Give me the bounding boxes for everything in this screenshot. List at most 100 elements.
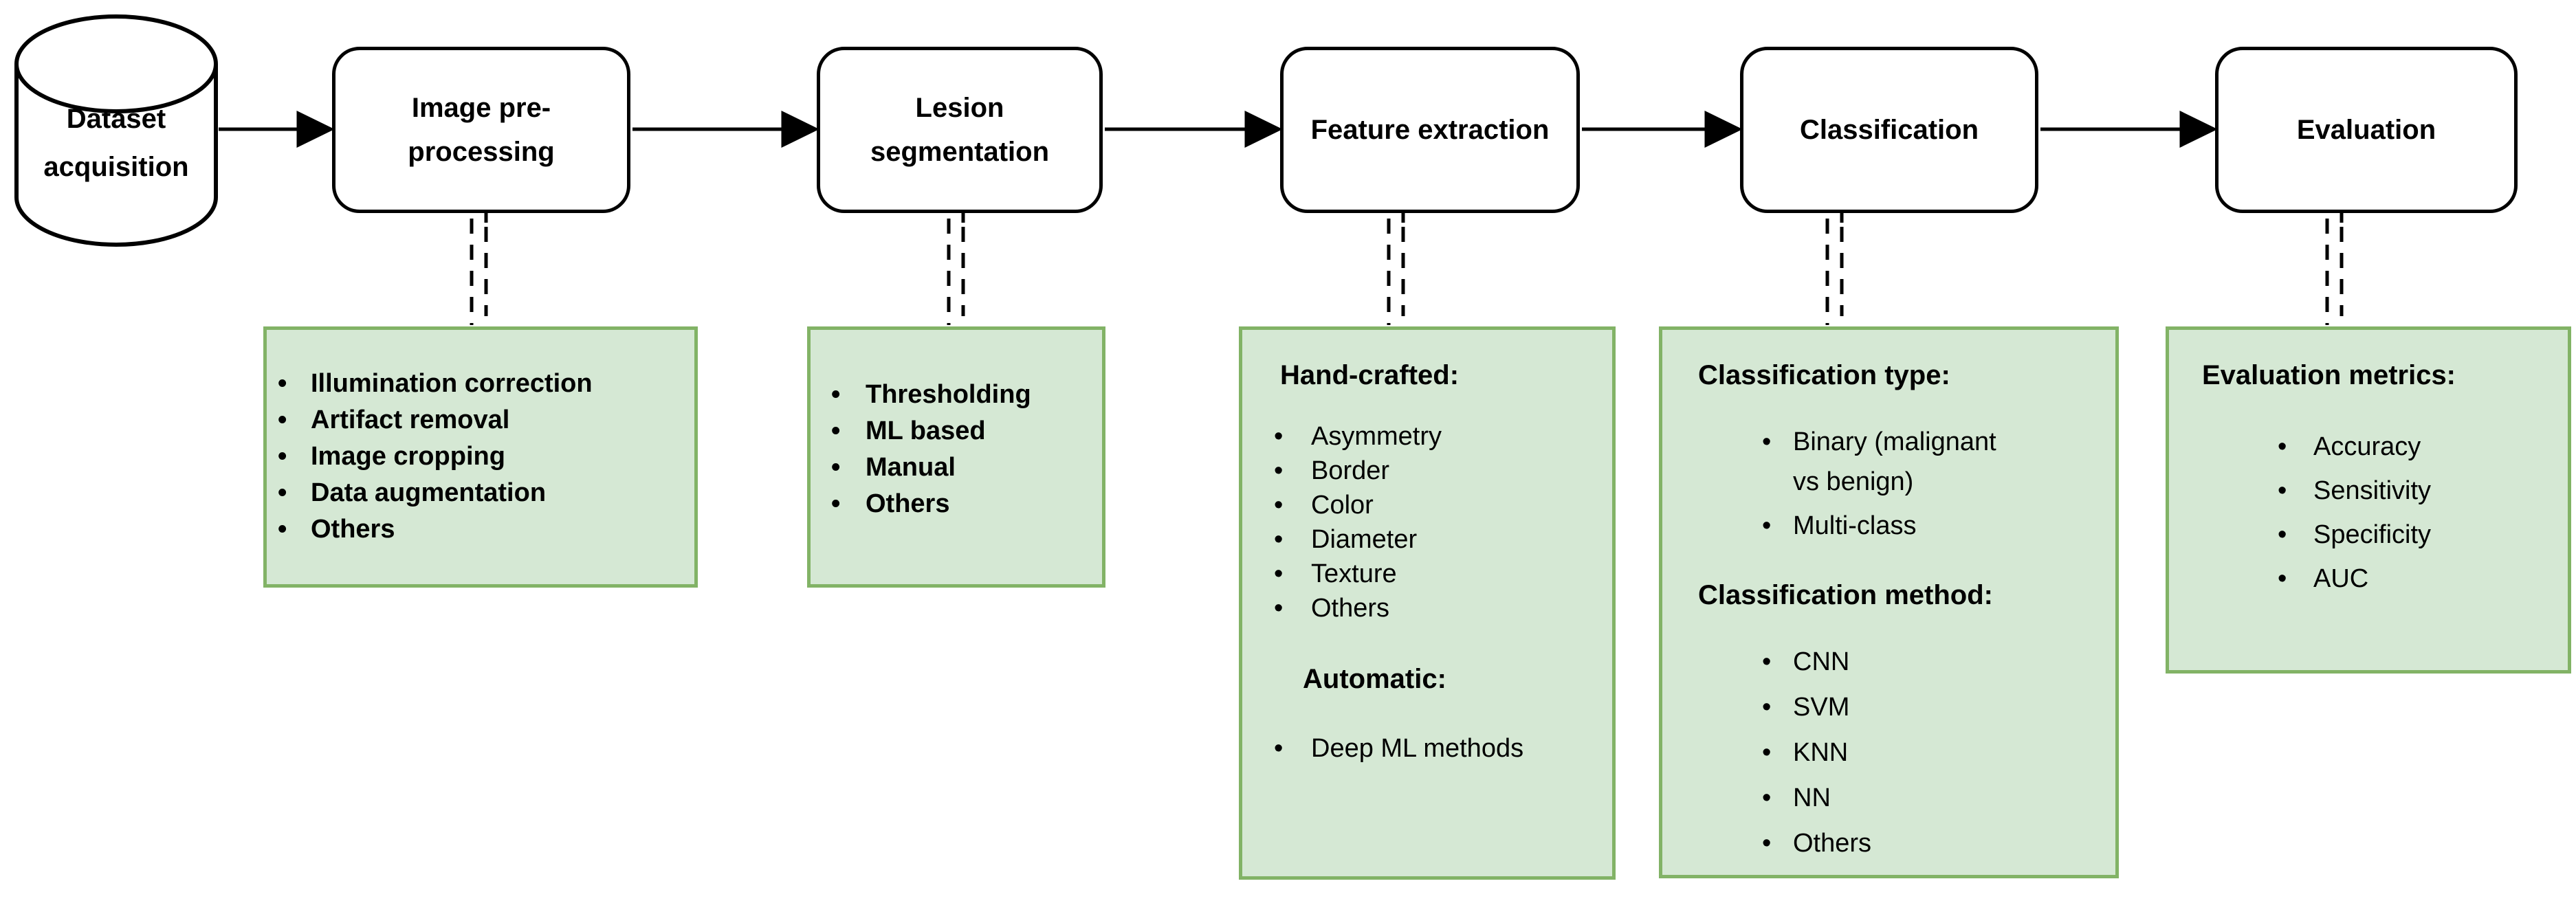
- list-item: •Thresholding: [831, 380, 1031, 409]
- list-item: •Deep ML methods: [1274, 733, 1524, 763]
- dashed-link-feature: [1387, 212, 1405, 325]
- bullet-icon: •: [1762, 783, 1772, 812]
- bullet-icon: •: [831, 489, 841, 518]
- node-feature-extraction: Feature extraction: [1280, 47, 1580, 213]
- section-header-automatic: Automatic:: [1303, 664, 1446, 694]
- list-item: •Accuracy: [2278, 432, 2421, 461]
- bullet-icon: •: [831, 416, 841, 445]
- bullet-icon: •: [278, 515, 287, 544]
- section-header-classification-type: Classification type:: [1698, 360, 1950, 390]
- node-label-line: Lesion: [915, 93, 1004, 123]
- bullet-icon: •: [1274, 456, 1284, 485]
- database-cylinder-icon: [14, 14, 218, 247]
- bullet-icon: •: [278, 405, 287, 434]
- detail-box-classification: Classification type: •Binary (malignant …: [1659, 326, 2119, 878]
- list-item: •Texture: [1274, 559, 1397, 588]
- list-item: •SVM: [1762, 692, 1850, 722]
- detail-box-preprocessing: •Illumination correction •Artifact remov…: [263, 326, 698, 588]
- node-classification: Classification: [1740, 47, 2038, 213]
- node-dataset-acquisition: Dataset acquisition: [12, 12, 220, 249]
- bullet-icon: •: [1274, 421, 1284, 451]
- list-item: •Asymmetry: [1274, 421, 1442, 451]
- node-image-preprocessing: Image pre- processing: [332, 47, 630, 213]
- arrow-dataset-to-preprocessing: [219, 110, 335, 148]
- node-label-dataset: Dataset acquisition: [12, 95, 220, 191]
- node-label-line: acquisition: [43, 152, 189, 182]
- section-header-hand-crafted: Hand-crafted:: [1280, 360, 1460, 390]
- dashed-link-preprocessing: [470, 212, 488, 325]
- bullet-icon: •: [1274, 490, 1284, 520]
- bullet-icon: •: [1274, 524, 1284, 554]
- evaluation-metrics-list: •Accuracy •Sensitivity •Specificity •AUC: [2169, 425, 2568, 601]
- list-item: •Others: [1762, 828, 1872, 858]
- node-label-line: processing: [408, 137, 555, 167]
- list-item: •Data augmentation: [278, 478, 547, 507]
- list-item: •Image cropping: [278, 442, 505, 471]
- list-item: •Color: [1274, 490, 1374, 520]
- node-label-line: Classification: [1799, 115, 1979, 145]
- segmentation-list: •Thresholding •ML based •Manual •Others: [811, 377, 1102, 522]
- node-label-line: Dataset: [66, 104, 166, 134]
- detail-box-segmentation: •Thresholding •ML based •Manual •Others: [807, 326, 1105, 588]
- bullet-icon: •: [278, 442, 287, 471]
- detail-box-feature-extraction: Hand-crafted: •Asymmetry •Border •Color …: [1239, 326, 1616, 880]
- bullet-icon: •: [2278, 432, 2287, 461]
- bullet-icon: •: [1762, 828, 1772, 858]
- node-label-line: segmentation: [870, 137, 1050, 167]
- arrow-feature-to-classification: [1582, 110, 1743, 148]
- bullet-icon: •: [1762, 511, 1772, 540]
- list-item: •AUC: [2278, 564, 2369, 593]
- bullet-icon: •: [278, 369, 287, 398]
- section-header-classification-method: Classification method:: [1698, 580, 1993, 610]
- list-item: •Diameter: [1274, 524, 1418, 554]
- list-item: •KNN: [1762, 737, 1849, 767]
- bullet-icon: •: [1762, 737, 1772, 767]
- list-item: •Border: [1274, 456, 1390, 485]
- bullet-icon: •: [1762, 427, 1772, 456]
- bullet-icon: •: [2278, 564, 2287, 593]
- bullet-icon: •: [831, 380, 841, 409]
- arrow-segmentation-to-feature: [1105, 110, 1283, 148]
- classification-type-list: •Binary (malignant vs benign) •Multi-cla…: [1662, 422, 2115, 546]
- node-lesion-segmentation: Lesion segmentation: [817, 47, 1103, 213]
- bullet-icon: •: [1274, 559, 1284, 588]
- bullet-icon: •: [1762, 647, 1772, 676]
- list-item: •ML based: [831, 416, 986, 445]
- list-item: •CNN: [1762, 647, 1850, 676]
- node-label-line: Feature extraction: [1310, 115, 1550, 145]
- bullet-icon: •: [278, 478, 287, 507]
- list-item: •NN: [1762, 783, 1831, 812]
- dashed-link-evaluation: [2325, 212, 2344, 325]
- node-evaluation: Evaluation: [2215, 47, 2518, 213]
- list-item: •Artifact removal: [278, 405, 510, 434]
- list-item: •Others: [831, 489, 950, 518]
- list-item: •Binary (malignant vs benign): [1662, 422, 2115, 502]
- dashed-link-segmentation: [947, 212, 965, 325]
- bullet-icon: •: [1274, 593, 1284, 623]
- bullet-icon: •: [831, 453, 841, 482]
- arrow-preprocessing-to-segmentation: [632, 110, 819, 148]
- list-item: •Others: [1274, 593, 1390, 623]
- detail-box-evaluation: Evaluation metrics: •Accuracy •Sensitivi…: [2166, 326, 2571, 674]
- arrow-classification-to-evaluation: [2040, 110, 2218, 148]
- dashed-links: [470, 212, 2344, 325]
- list-item: •Specificity: [2278, 520, 2432, 549]
- bullet-icon: •: [1762, 692, 1772, 722]
- list-item: •Sensitivity: [2278, 476, 2432, 505]
- list-item: •Others: [278, 515, 395, 544]
- classification-method-list: •CNN •SVM •KNN •NN •Others: [1662, 639, 2115, 866]
- hand-crafted-list: •Asymmetry •Border •Color •Diameter •Tex…: [1242, 419, 1612, 625]
- list-item: •Manual: [831, 453, 956, 482]
- node-label-line: Image pre-: [411, 93, 551, 123]
- section-header-evaluation-metrics: Evaluation metrics:: [2202, 360, 2456, 390]
- list-item: •Multi-class: [1662, 506, 2115, 546]
- preprocessing-list: •Illumination correction •Artifact remov…: [267, 366, 694, 548]
- node-label-line: Evaluation: [2296, 115, 2436, 145]
- bullet-icon: •: [2278, 476, 2287, 505]
- automatic-list: •Deep ML methods: [1242, 731, 1612, 766]
- list-item: •Illumination correction: [278, 369, 593, 398]
- dashed-link-classification: [1825, 212, 1844, 325]
- bullet-icon: •: [2278, 520, 2287, 549]
